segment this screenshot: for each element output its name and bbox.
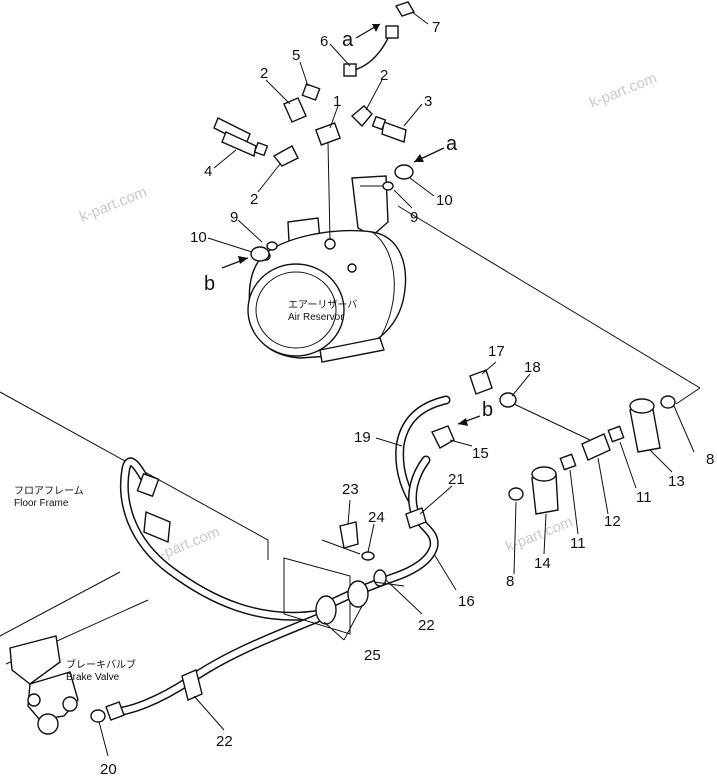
callout-24: 24: [368, 509, 385, 526]
callout-4: 4: [204, 163, 212, 180]
hoses: [107, 395, 451, 717]
callout-5: 5: [292, 47, 300, 64]
callout-10-a: 10: [190, 229, 207, 246]
upper-fittings: [213, 1, 416, 262]
bottom-fittings: [90, 701, 125, 723]
brake-valve-label-jp: ブレーキバルブ: [66, 658, 136, 671]
floor-frame-label-jp: フロアフレーム: [14, 485, 84, 497]
callout-14: 14: [534, 555, 551, 572]
callout-19: 19: [354, 429, 371, 446]
bulkhead-fittings: [136, 472, 427, 701]
callout-15: 15: [472, 445, 489, 462]
callout-7: 7: [432, 19, 440, 36]
callout-21: 21: [448, 471, 465, 488]
filter-fittings: [431, 369, 676, 515]
callout-9-a: 9: [230, 209, 238, 226]
callout-10-b: 10: [436, 192, 453, 209]
direction-arrows: [221, 23, 481, 426]
callout-8-b: 8: [506, 573, 514, 590]
callout-6: 6: [320, 33, 328, 50]
brake-valve-label: Brake Valve: [66, 672, 120, 683]
callout-17: 17: [488, 343, 505, 360]
leader-lines: [97, 11, 695, 757]
callout-11-b: 11: [570, 535, 586, 552]
callout-22-b: 22: [216, 733, 233, 750]
air-reservoir-tank: [247, 175, 407, 363]
watermark-top-left: k-part.com: [77, 183, 149, 225]
watermark-bottom-right: k-part.com: [503, 513, 575, 555]
letter-b-mid: b: [482, 399, 493, 421]
callout-20: 20: [100, 761, 117, 776]
air-reservoir-label-jp: エアーリザーバ: [288, 299, 357, 311]
callout-9-b: 9: [410, 209, 418, 226]
callout-11-a: 11: [636, 489, 652, 506]
callout-2-a: 2: [260, 65, 268, 82]
brake-valve: [9, 635, 79, 735]
letter-b-left: b: [204, 273, 215, 295]
callout-3: 3: [424, 93, 432, 110]
letter-a-right: a: [446, 133, 458, 155]
floor-frame-label: Floor Frame: [14, 498, 69, 509]
callout-16: 16: [458, 593, 475, 610]
callout-8-a: 8: [706, 451, 714, 468]
callout-2-b: 2: [380, 67, 388, 84]
callout-25: 25: [364, 647, 381, 664]
callout-13: 13: [668, 473, 685, 490]
callout-numbers: 1 2 2 2 3 4 5 6 7 8 8 9 9 10 10 11 11 12…: [100, 19, 714, 776]
air-reservoir-label: Air Reservor: [288, 312, 344, 323]
letter-a-top: a: [342, 29, 354, 51]
watermark-top-right: k-part.com: [587, 69, 659, 111]
callout-22-a: 22: [418, 617, 435, 634]
callout-2-c: 2: [250, 191, 258, 208]
callout-12: 12: [604, 513, 621, 530]
callout-18: 18: [524, 359, 541, 376]
callout-23: 23: [342, 481, 359, 498]
callout-1: 1: [333, 93, 341, 110]
